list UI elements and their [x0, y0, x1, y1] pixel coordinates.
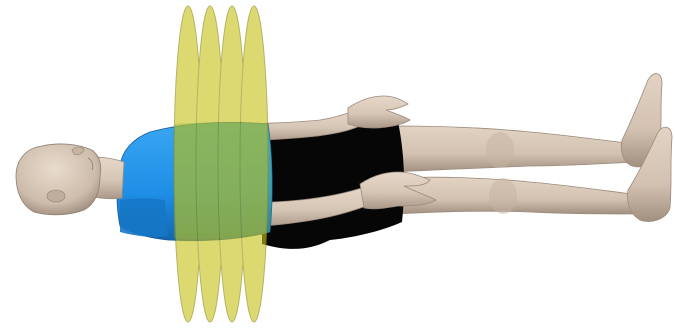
shirt-sleeve — [120, 199, 168, 237]
ear — [47, 190, 65, 202]
right-hand — [348, 96, 410, 128]
head — [16, 144, 101, 215]
plane-overlap-tint — [174, 123, 272, 239]
mannequin-body — [16, 74, 672, 249]
knee-left — [489, 178, 517, 214]
knee-right — [486, 132, 514, 168]
left-leg — [395, 177, 640, 214]
right-leg — [395, 126, 636, 172]
